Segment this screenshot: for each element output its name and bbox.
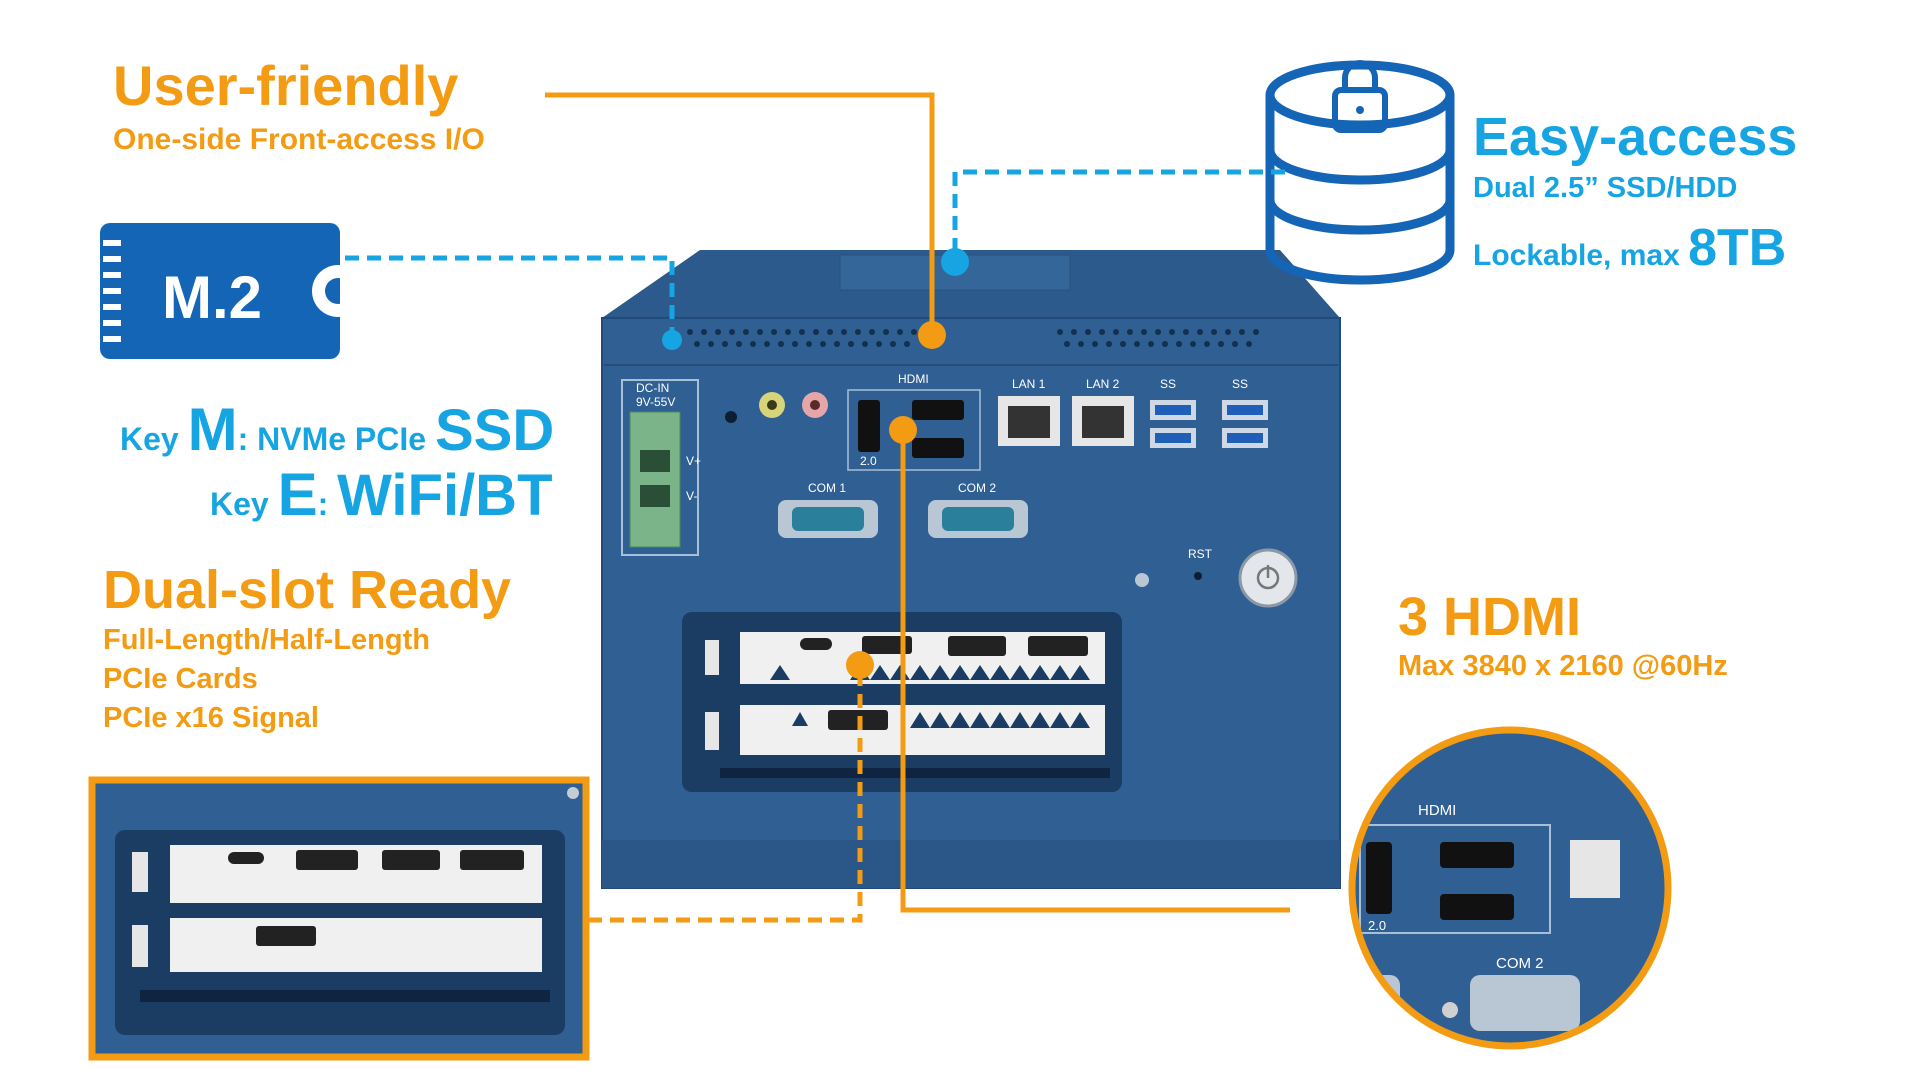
chassis-front xyxy=(602,318,1340,888)
pcie-zoom-inset xyxy=(88,776,590,1061)
key-e-sep: : xyxy=(317,486,338,522)
m2-key-m: Key M: NVMe PCIe SSD xyxy=(120,395,554,464)
vent-holes-left xyxy=(687,329,917,347)
zoom-hdmi-label: HDMI xyxy=(1418,802,1456,819)
v-minus-label: V- xyxy=(686,489,697,503)
connector-m2 xyxy=(345,255,675,340)
key-e-letter: E xyxy=(277,461,318,528)
easy-access-title: Easy-access xyxy=(1473,107,1798,167)
hdmi-panel-frame xyxy=(847,389,981,471)
gpu-bracket-2 xyxy=(740,705,1105,755)
easy-access-line2-prefix: Lockable, max xyxy=(1473,239,1689,272)
m2-badge-text: M.2 xyxy=(162,264,262,331)
rst-label: RST xyxy=(1188,547,1213,561)
gpu-dp-port-1[interactable] xyxy=(948,636,1006,656)
connector-dual-slot xyxy=(588,665,863,923)
voltage-label: 9V-55V xyxy=(636,395,675,409)
dual-slot-title: Dual-slot Ready xyxy=(103,560,512,620)
key-m-emph: SSD xyxy=(434,398,555,463)
hdmi-port-vertical[interactable] xyxy=(858,400,880,452)
hdmi-version-label: 2.0 xyxy=(860,454,877,468)
gpu-dp-port-2[interactable] xyxy=(1028,636,1088,656)
dc-in-label: DC-IN xyxy=(636,381,669,395)
chassis-base xyxy=(602,840,1340,888)
connector-user-friendly xyxy=(545,92,935,335)
dual-slot-line-1: Full-Length/Half-Length xyxy=(103,624,430,656)
hdmi-panel-label: HDMI xyxy=(898,372,929,386)
zoom-com2-label: COM 2 xyxy=(1496,955,1544,972)
m2-key-e: Key E: WiFi/BT xyxy=(210,460,553,529)
key-e-prefix: Key xyxy=(210,486,278,522)
hdmi-subtitle: Max 3840 x 2160 @60Hz xyxy=(1398,650,1728,682)
key-m-prefix: Key xyxy=(120,421,188,457)
gpu-hdmi-port[interactable] xyxy=(862,636,912,654)
zoom-hdmi-version: 2.0 xyxy=(1368,918,1386,933)
easy-access-line1: Dual 2.5” SSD/HDD xyxy=(1473,172,1738,204)
ground-screw xyxy=(725,411,737,423)
m2-card-icon xyxy=(100,223,364,359)
easy-access-line2: Lockable, max 8TB xyxy=(1473,218,1786,278)
hdmi-port-2[interactable] xyxy=(912,438,964,458)
lan2-label: LAN 2 xyxy=(1086,377,1120,391)
com2-label: COM 2 xyxy=(958,481,996,495)
dc-in-terminal[interactable] xyxy=(629,411,681,548)
reset-button[interactable] xyxy=(1194,572,1202,580)
usb-label-2: SS xyxy=(1232,377,1248,391)
easy-access-capacity: 8TB xyxy=(1688,219,1787,277)
key-m-letter: M xyxy=(187,396,238,463)
v-plus-label: V+ xyxy=(686,454,701,468)
com1-label: COM 1 xyxy=(808,481,846,495)
drive-lock-screw[interactable] xyxy=(1135,573,1149,587)
connector-hdmi xyxy=(900,430,1290,913)
dual-slot-line-3: PCIe x16 Signal xyxy=(103,702,319,734)
user-friendly-title: User-friendly xyxy=(113,54,459,117)
hdmi-zoom-inset xyxy=(1348,726,1672,1050)
dual-slot-line-2: PCIe Cards xyxy=(103,663,258,695)
vent-holes-right xyxy=(1057,329,1259,347)
usb-label-1: SS xyxy=(1160,377,1176,391)
key-e-emph: WiFi/BT xyxy=(337,463,553,528)
database-lock-icon xyxy=(1265,60,1455,285)
user-friendly-subtitle: One-side Front-access I/O xyxy=(113,123,485,156)
zoom-com1-label: M 1 xyxy=(1328,955,1353,972)
key-m-sep: : NVMe PCIe xyxy=(237,421,435,457)
connector-easy-access xyxy=(952,169,1285,262)
dc-in-frame xyxy=(621,379,699,556)
lan1-label: LAN 1 xyxy=(1012,377,1046,391)
hdmi-port-1[interactable] xyxy=(912,400,964,420)
hdmi-title: 3 HDMI xyxy=(1398,587,1582,647)
gpu-usb-c-port[interactable] xyxy=(800,638,832,650)
